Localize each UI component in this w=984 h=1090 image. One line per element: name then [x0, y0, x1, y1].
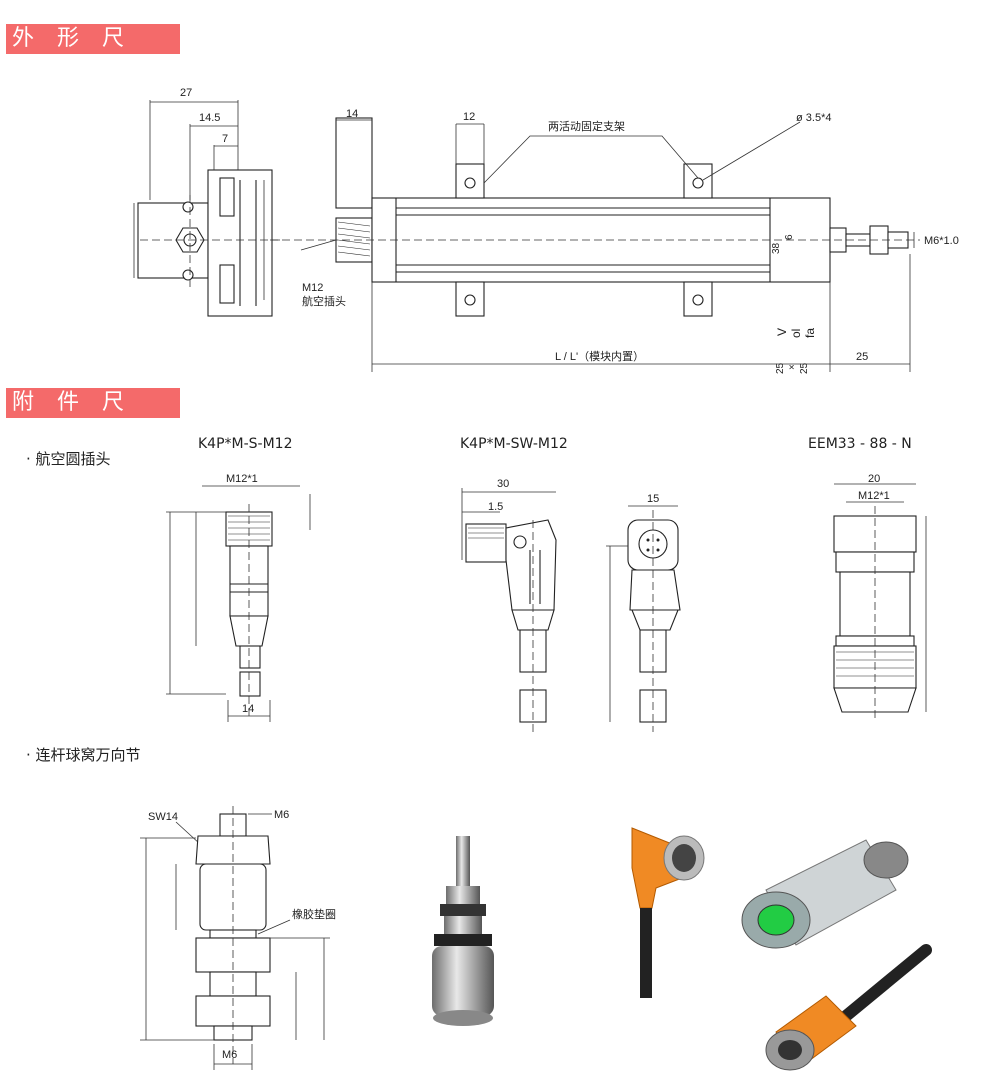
ball-joint-drawing: SW14 M6 橡胶垫圈 M6: [140, 806, 336, 1070]
straight-connector: M12*1 14: [166, 473, 311, 722]
connector-drawings: M12*1 14 30 1.5: [166, 473, 927, 732]
side-text-x: ×: [787, 364, 798, 370]
side-text-ol: ol: [789, 329, 803, 338]
model-k4p-s: K4P*M-S-M12: [198, 436, 293, 452]
side-text-25a: 25: [775, 362, 786, 374]
dim-25: 25: [856, 351, 868, 363]
model-k4p-sw: K4P*M-SW-M12: [460, 436, 568, 452]
dim-14-5: 14.5: [199, 112, 220, 124]
dim-15: 15: [647, 493, 659, 505]
dim-7: 7: [222, 133, 228, 145]
model-eem33: EEM33 - 88 - N: [808, 436, 912, 452]
angled-cable-photo: [631, 827, 705, 998]
bracket-label: 两活动固定支架: [548, 119, 625, 133]
hole-label: ø 3.5*4: [796, 112, 831, 124]
connector-label-2: 航空插头: [302, 294, 346, 308]
m6-top-label: M6: [274, 809, 289, 821]
dim-30: 30: [497, 478, 509, 490]
sw14-label: SW14: [148, 811, 178, 823]
main-body: 14 12 两活动: [270, 108, 959, 374]
angled-connector-front: 15: [606, 493, 681, 732]
thread-label: M6*1.0: [924, 235, 959, 247]
m12-label-b: M12*1: [858, 490, 890, 502]
bullet-joint: · 连杆球窝万向节: [26, 746, 141, 764]
angled-connector: 30 1.5: [461, 478, 557, 732]
straight-connector-photo: [741, 839, 909, 949]
dim-14: 14: [346, 108, 358, 120]
rubber-label: 橡胶垫圈: [292, 907, 336, 921]
dim-20: 20: [868, 473, 880, 485]
side-text-fa: fa: [803, 328, 817, 338]
side-text-v: V: [775, 328, 789, 336]
connector-knurl: [337, 221, 371, 257]
eem33-connector: 20 M12*1: [833, 473, 927, 722]
dim-1-5: 1.5: [488, 501, 503, 513]
dim-12: 12: [463, 111, 475, 123]
side-text-25b: 25: [799, 362, 810, 374]
connector-label-1: M12: [302, 282, 323, 294]
angled-knurl: [468, 527, 504, 539]
m6-bottom-label: M6: [222, 1049, 237, 1061]
straight-cable-photo: [765, 944, 932, 1071]
bullet-connector: · 航空圆插头: [26, 450, 111, 468]
outline-section-title: 外 形 尺 寸:: [6, 24, 180, 81]
m12-label: M12*1: [226, 473, 258, 485]
dim-38: 38: [771, 242, 782, 254]
outline-drawing: 27 14.5 7 14: [133, 87, 959, 374]
accessory-section-title: 附 件 尺 寸:: [6, 388, 180, 445]
dim-6: 6: [784, 234, 795, 240]
length-label: L / L'（模块内置）: [555, 349, 644, 363]
ball-joint-photo: [432, 836, 494, 1026]
dim-27: 27: [180, 87, 192, 99]
dim-14-bottom: 14: [242, 703, 254, 715]
end-view: 27 14.5 7: [133, 87, 280, 317]
